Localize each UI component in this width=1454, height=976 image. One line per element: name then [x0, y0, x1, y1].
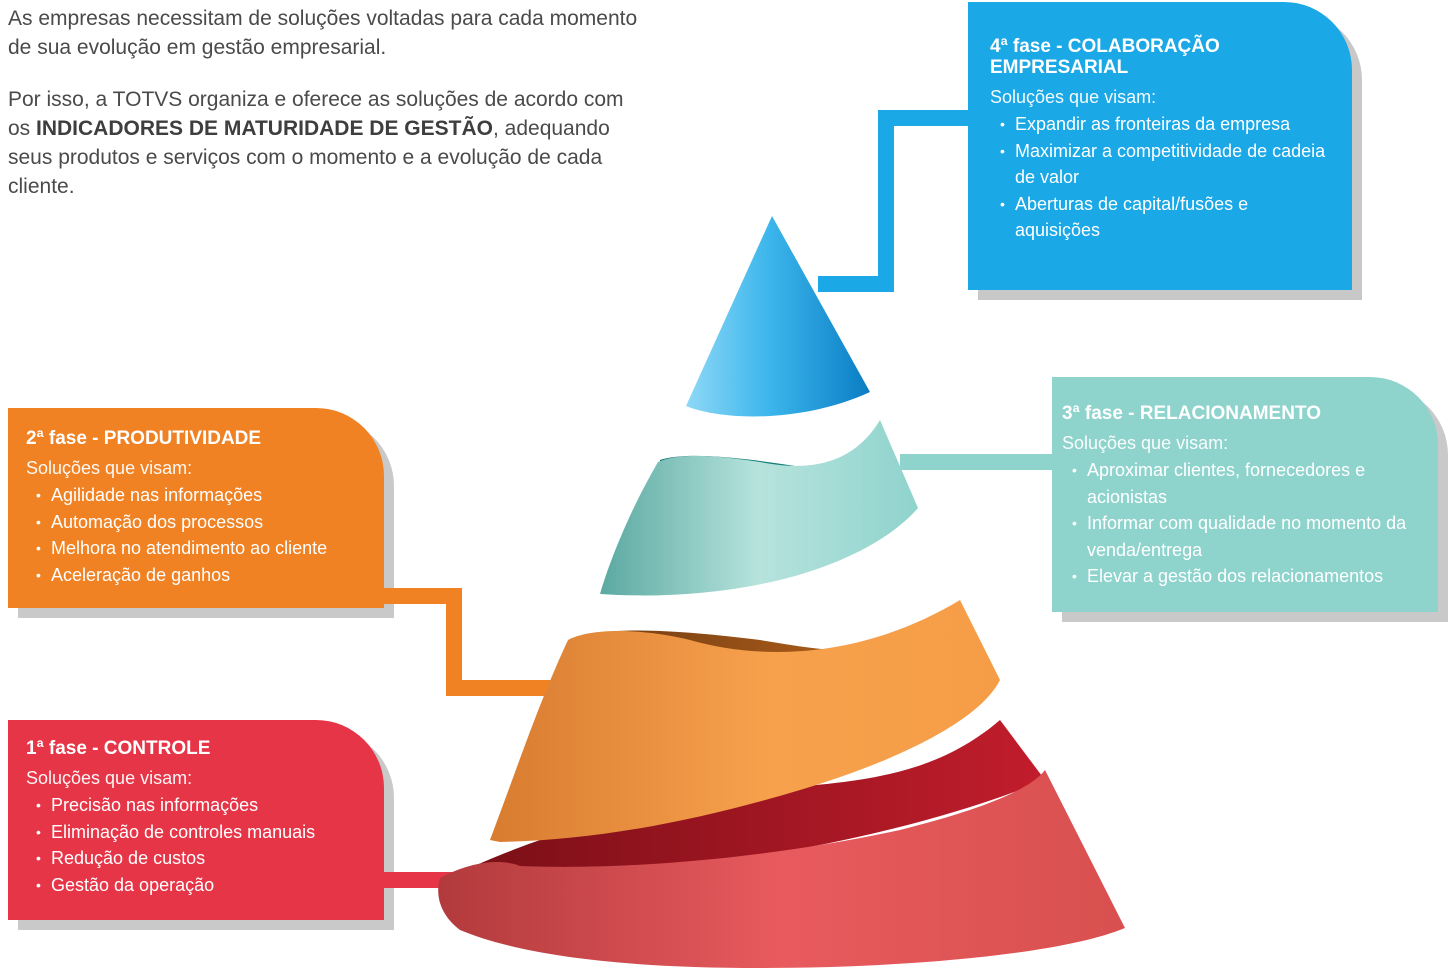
phase4-card: 4ª fase - COLABORAÇÃO EMPRESARIAL Soluçõ… [968, 2, 1362, 300]
phase2-spiral-band [490, 600, 1000, 842]
phase4-title: 4ª fase - COLABORAÇÃO EMPRESARIAL [990, 36, 1220, 78]
phase1-item: Precisão nas informações [36, 792, 374, 819]
phase1-item: Eliminação de controles manuais [36, 819, 374, 846]
intro-p2-end: , adequando seus produtos e serviços com… [8, 117, 610, 198]
phase3-title: 3ª fase - RELACIONAMENTO [1062, 403, 1321, 424]
phase2-item: Agilidade nas informações [36, 482, 374, 509]
phase4-list: Expandir as fronteiras da empresa Maximi… [990, 111, 1334, 244]
intro-p2-start: Por isso, a TOTVS organiza e oferece as … [8, 88, 624, 140]
phase4-item: Maximizar a competitividade de cadeia de… [1000, 138, 1334, 191]
phase1-subtitle: Soluções que visam: [26, 768, 193, 788]
phase2-card: 2ª fase - PRODUTIVIDADE Soluções que vis… [8, 408, 394, 618]
phase3-card: 3ª fase - RELACIONAMENTO Soluções que vi… [1052, 377, 1448, 622]
phase4-spiral-tip [686, 216, 870, 417]
phase1-list: Precisão nas informações Eliminação de c… [26, 792, 374, 898]
phase2-item: Automação dos processos [36, 509, 374, 536]
phase3-list: Aproximar clientes, fornecedores e acion… [1062, 457, 1424, 590]
phase3-spiral-band [600, 420, 918, 596]
phase4-connector [818, 110, 968, 292]
phase3-item: Informar com qualidade no momento da ven… [1072, 510, 1424, 563]
phase4-subtitle: Soluções que visam: [990, 87, 1157, 107]
phase1-item: Redução de custos [36, 845, 374, 872]
intro-paragraph-1: As empresas necessitam de soluções volta… [8, 7, 638, 59]
phase2-item: Melhora no atendimento ao cliente [36, 535, 374, 562]
intro-text: As empresas necessitam de soluções volta… [8, 4, 648, 224]
phase4-item: Expandir as fronteiras da empresa [1000, 111, 1334, 138]
phase3-item: Elevar a gestão dos relacionamentos [1072, 563, 1424, 590]
phase2-subtitle: Soluções que visam: [26, 458, 193, 478]
phase2-item: Aceleração de ganhos [36, 562, 374, 589]
phase2-list: Agilidade nas informações Automação dos … [26, 482, 374, 588]
phase2-connector [384, 588, 552, 696]
phase3-item: Aproximar clientes, fornecedores e acion… [1072, 457, 1424, 510]
phase4-item: Aberturas de capital/fusões e aquisições [1000, 191, 1334, 244]
phase3-subtitle: Soluções que visam: [1062, 433, 1229, 453]
phase1-item: Gestão da operação [36, 872, 374, 899]
phase1-title: 1ª fase - CONTROLE [26, 738, 211, 759]
maturity-indicators-emphasis: INDICADORES DE MATURIDADE DE GESTÃO [36, 117, 493, 140]
phase1-card: 1ª fase - CONTROLE Soluções que visam: P… [8, 720, 394, 930]
phase2-title: 2ª fase - PRODUTIVIDADE [26, 428, 262, 449]
intro-paragraph-2: Por isso, a TOTVS organiza e oferece as … [8, 85, 648, 201]
